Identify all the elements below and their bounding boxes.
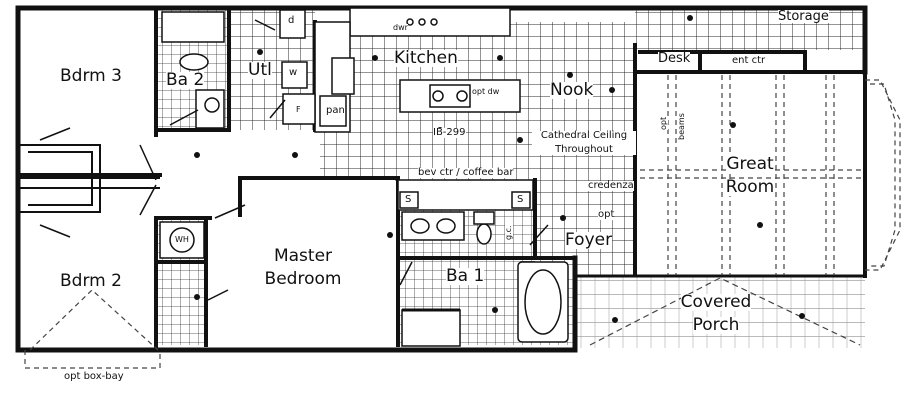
great-room-line-1: Great bbox=[726, 154, 774, 174]
garbage-compactor-label: g.c. bbox=[504, 225, 513, 240]
room-label-master-bedroom: Master Bedroom bbox=[258, 248, 348, 288]
freezer-label: F bbox=[296, 105, 301, 114]
optional-box-bay-label: opt box-bay bbox=[64, 371, 124, 382]
room-label-bdrm3: Bdrm 3 bbox=[60, 66, 122, 86]
washer-label: w bbox=[289, 67, 298, 78]
porch-deck bbox=[575, 276, 865, 348]
cathedral-line-1: Cathedral Ceiling bbox=[540, 130, 628, 141]
cathedral-line-2: Throughout bbox=[555, 144, 613, 155]
room-label-utl: Utl bbox=[248, 60, 272, 80]
credenza-label: credenza bbox=[588, 180, 634, 191]
optional-beams-label-2: beams bbox=[677, 113, 686, 140]
water-heater-label: WH bbox=[175, 235, 189, 244]
pantry-label: pan bbox=[326, 105, 345, 116]
room-label-ba2: Ba 2 bbox=[166, 70, 205, 90]
dryer-label: d bbox=[288, 15, 295, 26]
cathedral-ceiling-label: Cathedral Ceiling Throughout bbox=[532, 131, 636, 155]
room-label-kitchen: Kitchen bbox=[394, 48, 458, 68]
dishwasher-drawer-label: dwr bbox=[393, 23, 408, 32]
desk-label: Desk bbox=[658, 51, 691, 66]
great-room-line-2: Room bbox=[725, 177, 775, 197]
shelf-label-2: S bbox=[517, 194, 524, 205]
hall-walls bbox=[20, 144, 160, 213]
bay-window bbox=[865, 79, 901, 271]
optional-label: opt bbox=[598, 209, 615, 220]
covered-porch-line-1: Covered bbox=[680, 292, 752, 312]
room-label-covered-porch: Covered Porch bbox=[676, 294, 756, 334]
carpet-rooms bbox=[18, 10, 862, 350]
bath2-fixtures bbox=[161, 11, 225, 129]
room-label-storage: Storage bbox=[778, 9, 829, 24]
optional-dishwasher-label: opt dw bbox=[472, 87, 500, 96]
master-line-1: Master bbox=[273, 246, 333, 266]
shelf-label-1: S bbox=[405, 194, 412, 205]
covered-porch-line-2: Porch bbox=[692, 315, 740, 335]
room-label-nook: Nook bbox=[550, 80, 594, 100]
room-label-ba1: Ba 1 bbox=[446, 266, 485, 286]
beverage-center-label: bev ctr / coffee bar bbox=[418, 167, 514, 178]
room-label-great-room: Great Room bbox=[718, 156, 782, 196]
entertainment-center-label: ent ctr bbox=[732, 55, 766, 66]
master-line-2: Bedroom bbox=[264, 269, 342, 289]
doors bbox=[39, 19, 549, 301]
water-heater bbox=[159, 221, 205, 259]
optional-beams-label-1: opt bbox=[659, 116, 668, 130]
optional-beams bbox=[640, 75, 862, 275]
room-label-bdrm2: Bdrm 2 bbox=[60, 271, 122, 291]
room-label-foyer: Foyer bbox=[565, 230, 613, 250]
utility-fixtures bbox=[279, 9, 347, 127]
island-model-label: IB-299 bbox=[433, 127, 466, 138]
box-bay bbox=[24, 289, 161, 369]
bath1-fixtures bbox=[401, 211, 569, 347]
exterior-walls bbox=[15, 5, 868, 353]
